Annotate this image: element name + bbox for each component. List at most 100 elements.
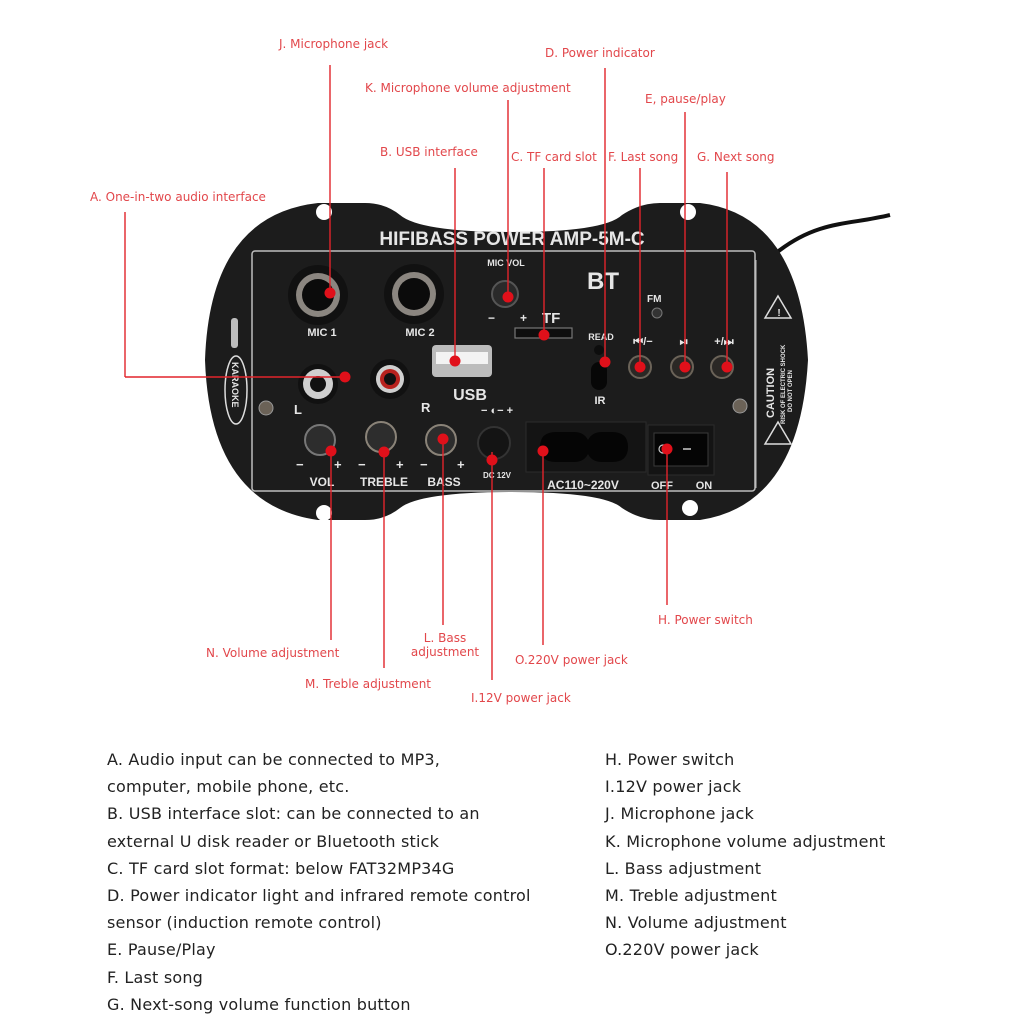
warning-triangle-icon xyxy=(763,294,793,319)
on-label: ON xyxy=(696,480,713,492)
legend-line: H. Power switch xyxy=(605,750,735,769)
shock-warning-icon xyxy=(763,420,793,445)
callout-N: N. Volume adjustment xyxy=(206,646,340,660)
play-button-label: ⏯ xyxy=(680,336,689,348)
marker-M xyxy=(378,446,390,458)
callout-C: C. TF card slot xyxy=(511,150,597,164)
marker-H xyxy=(661,443,673,455)
dc-polarity-label: − ◐− + xyxy=(481,405,513,417)
legend-line: external U disk reader or Bluetooth stic… xyxy=(107,831,440,851)
legend-line: E. Pause/Play xyxy=(107,940,216,960)
callout-O: O.220V power jack xyxy=(515,653,628,667)
caution-label: CAUTION xyxy=(765,368,777,418)
panel-frame xyxy=(251,250,756,492)
marker-I xyxy=(486,454,498,466)
mic-vol-plus: + xyxy=(520,311,527,325)
legend-line: C. TF card slot format: below FAT32MP34G xyxy=(107,858,455,878)
rca-left-jack xyxy=(298,364,338,404)
mount-hole xyxy=(316,204,332,220)
vol-label: VOL xyxy=(310,475,335,489)
vol-plus: + xyxy=(334,457,342,472)
marker-F xyxy=(634,361,646,373)
marker-K xyxy=(502,291,514,303)
marker-E xyxy=(679,361,691,373)
legend-right-column: H. Power switch I.12V power jack J. Micr… xyxy=(605,746,885,964)
caution-line2: DO NOT OPEN xyxy=(788,370,794,412)
mic2-jack xyxy=(384,264,444,324)
bass-label: BASS xyxy=(427,475,460,489)
mic-vol-label: MIC VOL xyxy=(487,258,525,268)
marker-N xyxy=(325,445,337,457)
mount-hole xyxy=(682,500,698,516)
treble-minus: − xyxy=(358,457,366,472)
svg-text:!: ! xyxy=(777,308,780,319)
legend-line: I.12V power jack xyxy=(605,777,742,797)
prev-button-label: ⏮/− xyxy=(633,336,652,348)
callout-J: J. Microphone jack xyxy=(279,37,389,51)
svg-text:KARAOKE: KARAOKE xyxy=(230,362,240,408)
microphone-icon xyxy=(231,318,238,348)
legend-line: F. Last song xyxy=(107,967,204,987)
bt-label: BT xyxy=(587,268,619,295)
mic-vol-minus: − xyxy=(488,311,495,325)
callout-A: A. One-in-two audio interface xyxy=(90,190,266,204)
legend-line: N. Volume adjustment xyxy=(605,913,787,933)
fm-antenna-port xyxy=(651,307,663,319)
legend-line: B. USB interface slot: can be connected … xyxy=(107,804,480,824)
read-label: READ xyxy=(588,332,614,342)
marker-G xyxy=(721,361,733,373)
dc-label: DC 12V xyxy=(483,471,512,480)
mount-hole xyxy=(316,505,332,521)
screw xyxy=(258,400,274,416)
ir-sensor xyxy=(591,362,607,390)
ir-label: IR xyxy=(595,395,606,407)
mic1-jack xyxy=(288,265,348,325)
legend-line: G. Next-song volume function button xyxy=(107,994,411,1014)
legend-line: sensor (induction remote control) xyxy=(107,913,382,933)
marker-O xyxy=(537,445,549,457)
next-button-label: +/⏭ xyxy=(714,336,733,348)
legend-line: D. Power indicator light and infrared re… xyxy=(107,886,531,906)
treble-plus: + xyxy=(396,457,404,472)
power-indicator-led xyxy=(594,345,604,355)
screw xyxy=(732,398,748,414)
caution-line1: RISK OF ELECTRIC SHOCK xyxy=(781,344,787,424)
callout-K: K. Microphone volume adjustment xyxy=(365,81,571,95)
tf-label: TF xyxy=(542,310,560,327)
mount-hole xyxy=(680,204,696,220)
karaoke-badge: KARAOKE xyxy=(224,318,248,425)
marker-D xyxy=(599,356,611,368)
marker-L xyxy=(437,433,449,445)
ac-220v-socket[interactable] xyxy=(540,432,628,462)
bass-minus: − xyxy=(420,457,428,472)
vol-minus: − xyxy=(296,457,304,472)
legend-line: K. Microphone volume adjustment xyxy=(605,831,886,851)
rca-right-jack xyxy=(370,359,410,399)
caution-block: ! CAUTION RISK OF ELECTRIC SHOCK DO NOT … xyxy=(763,294,794,445)
callout-D: D. Power indicator xyxy=(545,46,655,60)
callout-M: M. Treble adjustment xyxy=(305,677,431,691)
off-label: OFF xyxy=(651,480,673,492)
callout-G: G. Next song xyxy=(697,150,775,164)
fm-label: FM xyxy=(647,294,661,305)
amplifier-board-diagram: HIFIBASS POWER AMP-5M-C MIC 1 MIC 2 MIC … xyxy=(124,65,891,680)
legend-line: L. Bass adjustment xyxy=(605,858,762,878)
board-title: HIFIBASS POWER AMP-5M-C xyxy=(379,229,645,250)
marker-C xyxy=(538,329,550,341)
legend-line: J. Microphone jack xyxy=(605,804,755,824)
bass-plus: + xyxy=(457,457,465,472)
legend-left-column: A. Audio input can be connected to MP3, … xyxy=(107,746,531,1018)
leader-lines xyxy=(124,65,728,680)
legend-line: A. Audio input can be connected to MP3, xyxy=(107,750,441,769)
callout-E: E, pause/play xyxy=(645,92,726,106)
marker-A xyxy=(339,371,351,383)
legend-line: computer, mobile phone, etc. xyxy=(107,777,350,797)
dc-12v-jack[interactable] xyxy=(477,426,511,460)
mic1-label: MIC 1 xyxy=(307,327,336,339)
marker-J xyxy=(324,287,336,299)
marker-B xyxy=(449,355,461,367)
callout-L-line1: L. Bass xyxy=(423,631,467,645)
mic2-label: MIC 2 xyxy=(405,327,434,339)
left-channel-label: L xyxy=(294,402,302,417)
